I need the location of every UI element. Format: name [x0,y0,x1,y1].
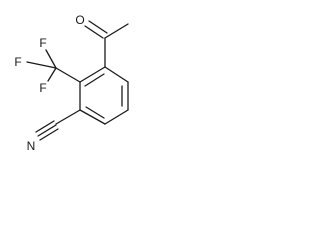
bond-c-f-left [26,61,57,69]
bond-carbonyl-oxygen-b [88,20,108,34]
atom-nitrogen: N [27,139,36,153]
atom-fluorine-left: F [14,55,21,69]
bond-c-f-bottom [47,67,57,82]
nitrile-triple-3 [39,128,59,141]
bond-c-f-top [45,49,57,69]
acetyl-group [84,20,129,68]
ring-double-c1-c2 [84,73,105,87]
benzene-ring [79,66,129,125]
bond-ring-cf3 [55,67,81,83]
nitrile-triple-1 [35,120,55,133]
bond-carbonyl-methyl [104,23,129,39]
bond-ring-nitrile [55,109,81,125]
bond-carbonyl-oxygen-a [84,25,104,39]
trifluoromethyl-group [26,49,81,83]
ring-double-c5-c6 [85,106,105,119]
nitrile-triple-2 [37,124,57,137]
ring-bond-c5-c6 [79,109,106,125]
atom-fluorine-bottom: F [39,81,46,95]
structure-canvas: O F F F N [14,13,129,153]
ring-bond-c4-c5 [104,109,129,125]
molecule-diagram: O F F F N [0,0,150,178]
ring-bond-c2-c3 [104,66,129,83]
ring-bond-c1-c2 [79,66,106,83]
atom-oxygen: O [75,13,84,27]
nitrile-group [35,109,81,141]
atom-fluorine-top: F [39,36,46,50]
